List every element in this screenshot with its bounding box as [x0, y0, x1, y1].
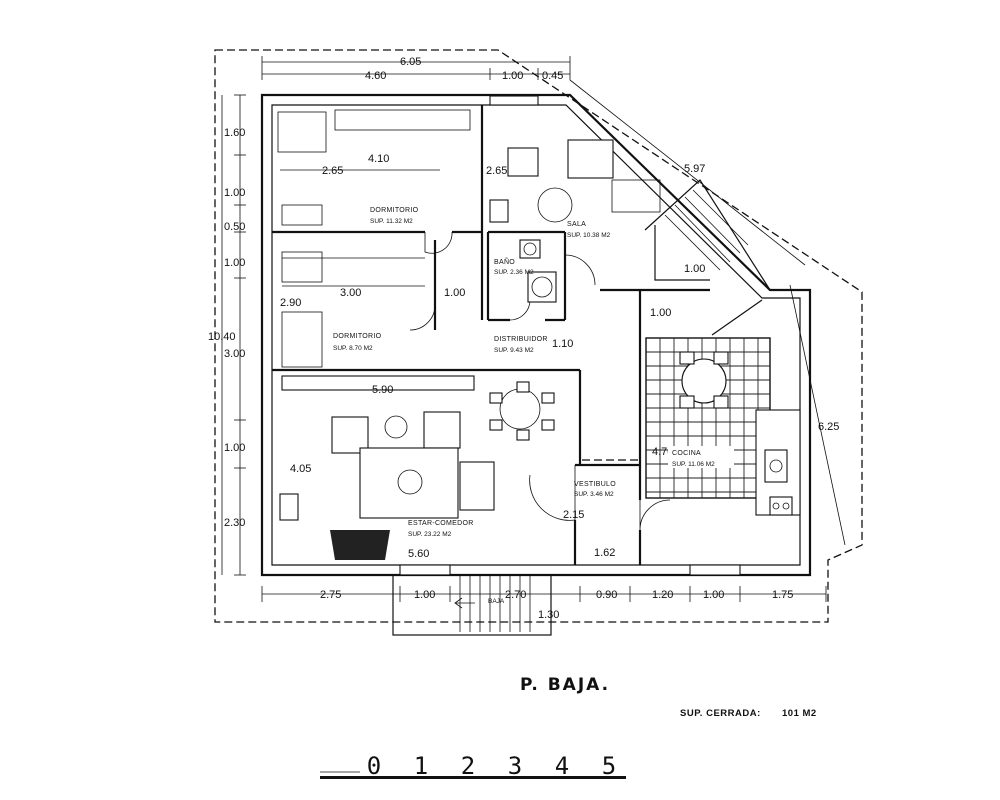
left-dimensions: 10.40 1.60 1.00 0.50 1.00 3.00 1.00 2.30 [208, 94, 246, 576]
dim-top-total: 6.05 [400, 56, 421, 68]
room-cocina-name: COCINA [672, 450, 701, 457]
dim-110: 1.10 [552, 338, 573, 350]
scale-label: 2 [461, 752, 475, 780]
dim-left-total: 10.40 [208, 331, 236, 343]
dim-left-1: 1.60 [224, 127, 245, 139]
dim-left-6: 1.00 [224, 442, 245, 454]
room-bano-name: BAÑO [494, 257, 515, 266]
plot-boundary [214, 49, 863, 623]
scale-label: 0 [367, 752, 381, 780]
dim-bot-275: 2.75 [320, 589, 341, 601]
sup-cerrada-label: SUP. CERRADA: [680, 708, 761, 719]
dim-bot-090: 0.90 [596, 589, 617, 601]
plan-title: P. BAJA. [520, 675, 610, 695]
dim-405: 4.05 [290, 463, 311, 475]
furniture [277, 109, 729, 560]
room-bano-area: SUP. 2.36 M2 [494, 269, 534, 276]
dim-bot-130: 1.30 [538, 609, 559, 621]
dim-215: 2.15 [563, 509, 584, 521]
room-distribuidor-area: SUP. 9.43 M2 [494, 347, 534, 354]
interior-dimensions: 4.10 2.65 2.65 2.90 3.00 1.00 1.00 1.00 … [280, 153, 705, 560]
top-dimensions: 6.05 4.60 1.00 0.45 [261, 56, 571, 82]
doors [399, 231, 741, 576]
dim-290: 2.90 [280, 297, 301, 309]
dim-top-b: 1.00 [502, 70, 523, 82]
room-cocina-area: SUP. 11.06 M2 [672, 461, 715, 468]
dim-265b: 2.65 [486, 165, 507, 177]
room-dormitorio-2-name: DORMITORIO [333, 333, 382, 340]
dim-bot-100a: 1.00 [414, 589, 435, 601]
dim-bot-120: 1.20 [652, 589, 673, 601]
scale-label: 4 [555, 752, 569, 780]
room-estar-name: ESTAR-COMEDOR [408, 520, 474, 527]
dim-100a: 1.00 [444, 287, 465, 299]
scale-label: 5 [602, 752, 616, 780]
baja-label: BAJA [488, 598, 505, 605]
room-dormitorio-1-area: SUP. 11.32 M2 [370, 218, 413, 225]
room-sala-name: SALA [567, 221, 586, 228]
room-estar-area: SUP. 23.22 M2 [408, 531, 452, 538]
dim-bot-175: 1.75 [772, 589, 793, 601]
dim-bot-270: 2.70 [505, 589, 526, 601]
room-sala-area: SUP. 10.38 M2 [567, 232, 611, 239]
dim-left-2: 1.00 [224, 187, 245, 199]
diagonal-dimensions: 5.97 6.25 [569, 79, 846, 546]
scale-label: 3 [508, 752, 522, 780]
scale-label: 1 [414, 752, 428, 780]
room-vestibulo-name: VESTIBULO [574, 481, 616, 488]
sup-cerrada-value: 101 M2 [782, 708, 817, 719]
dim-diag-top: 5.97 [684, 163, 705, 175]
entry-steps: BAJA [392, 574, 552, 636]
dim-590: 5.90 [372, 384, 393, 396]
interior-walls [272, 105, 801, 565]
dim-top-c: 0.45 [542, 70, 563, 82]
bottom-dimensions: 2.75 1.00 2.70 0.90 1.20 1.00 1.75 1.30 [261, 586, 827, 621]
room-distribuidor-name: DISTRIBUIDOR [494, 336, 548, 343]
dim-left-5: 3.00 [224, 348, 245, 360]
dim-100c: 1.00 [650, 307, 671, 319]
room-labels: DORMITORIO SUP. 11.32 M2 DORMITORIO SUP.… [333, 207, 734, 538]
room-vestibulo-area: SUP. 3.46 M2 [574, 491, 614, 498]
dim-300: 3.00 [340, 287, 361, 299]
dim-left-3: 0.50 [224, 221, 245, 233]
dim-left-4: 1.00 [224, 257, 245, 269]
room-dormitorio-1-name: DORMITORIO [370, 207, 419, 214]
dim-410: 4.10 [368, 153, 389, 165]
dim-265a: 2.65 [322, 165, 343, 177]
dim-diag-right: 6.25 [818, 421, 839, 433]
dim-bot-100b: 1.00 [703, 589, 724, 601]
dim-162: 1.62 [594, 547, 615, 559]
dim-left-7: 2.30 [224, 517, 245, 529]
dim-top-a: 4.60 [365, 70, 386, 82]
scale-bar: 0 1 2 3 4 5 [320, 752, 626, 780]
dim-100b: 1.00 [684, 263, 705, 275]
dim-560: 5.60 [408, 548, 429, 560]
room-dormitorio-2-area: SUP. 8.70 M2 [333, 345, 373, 352]
